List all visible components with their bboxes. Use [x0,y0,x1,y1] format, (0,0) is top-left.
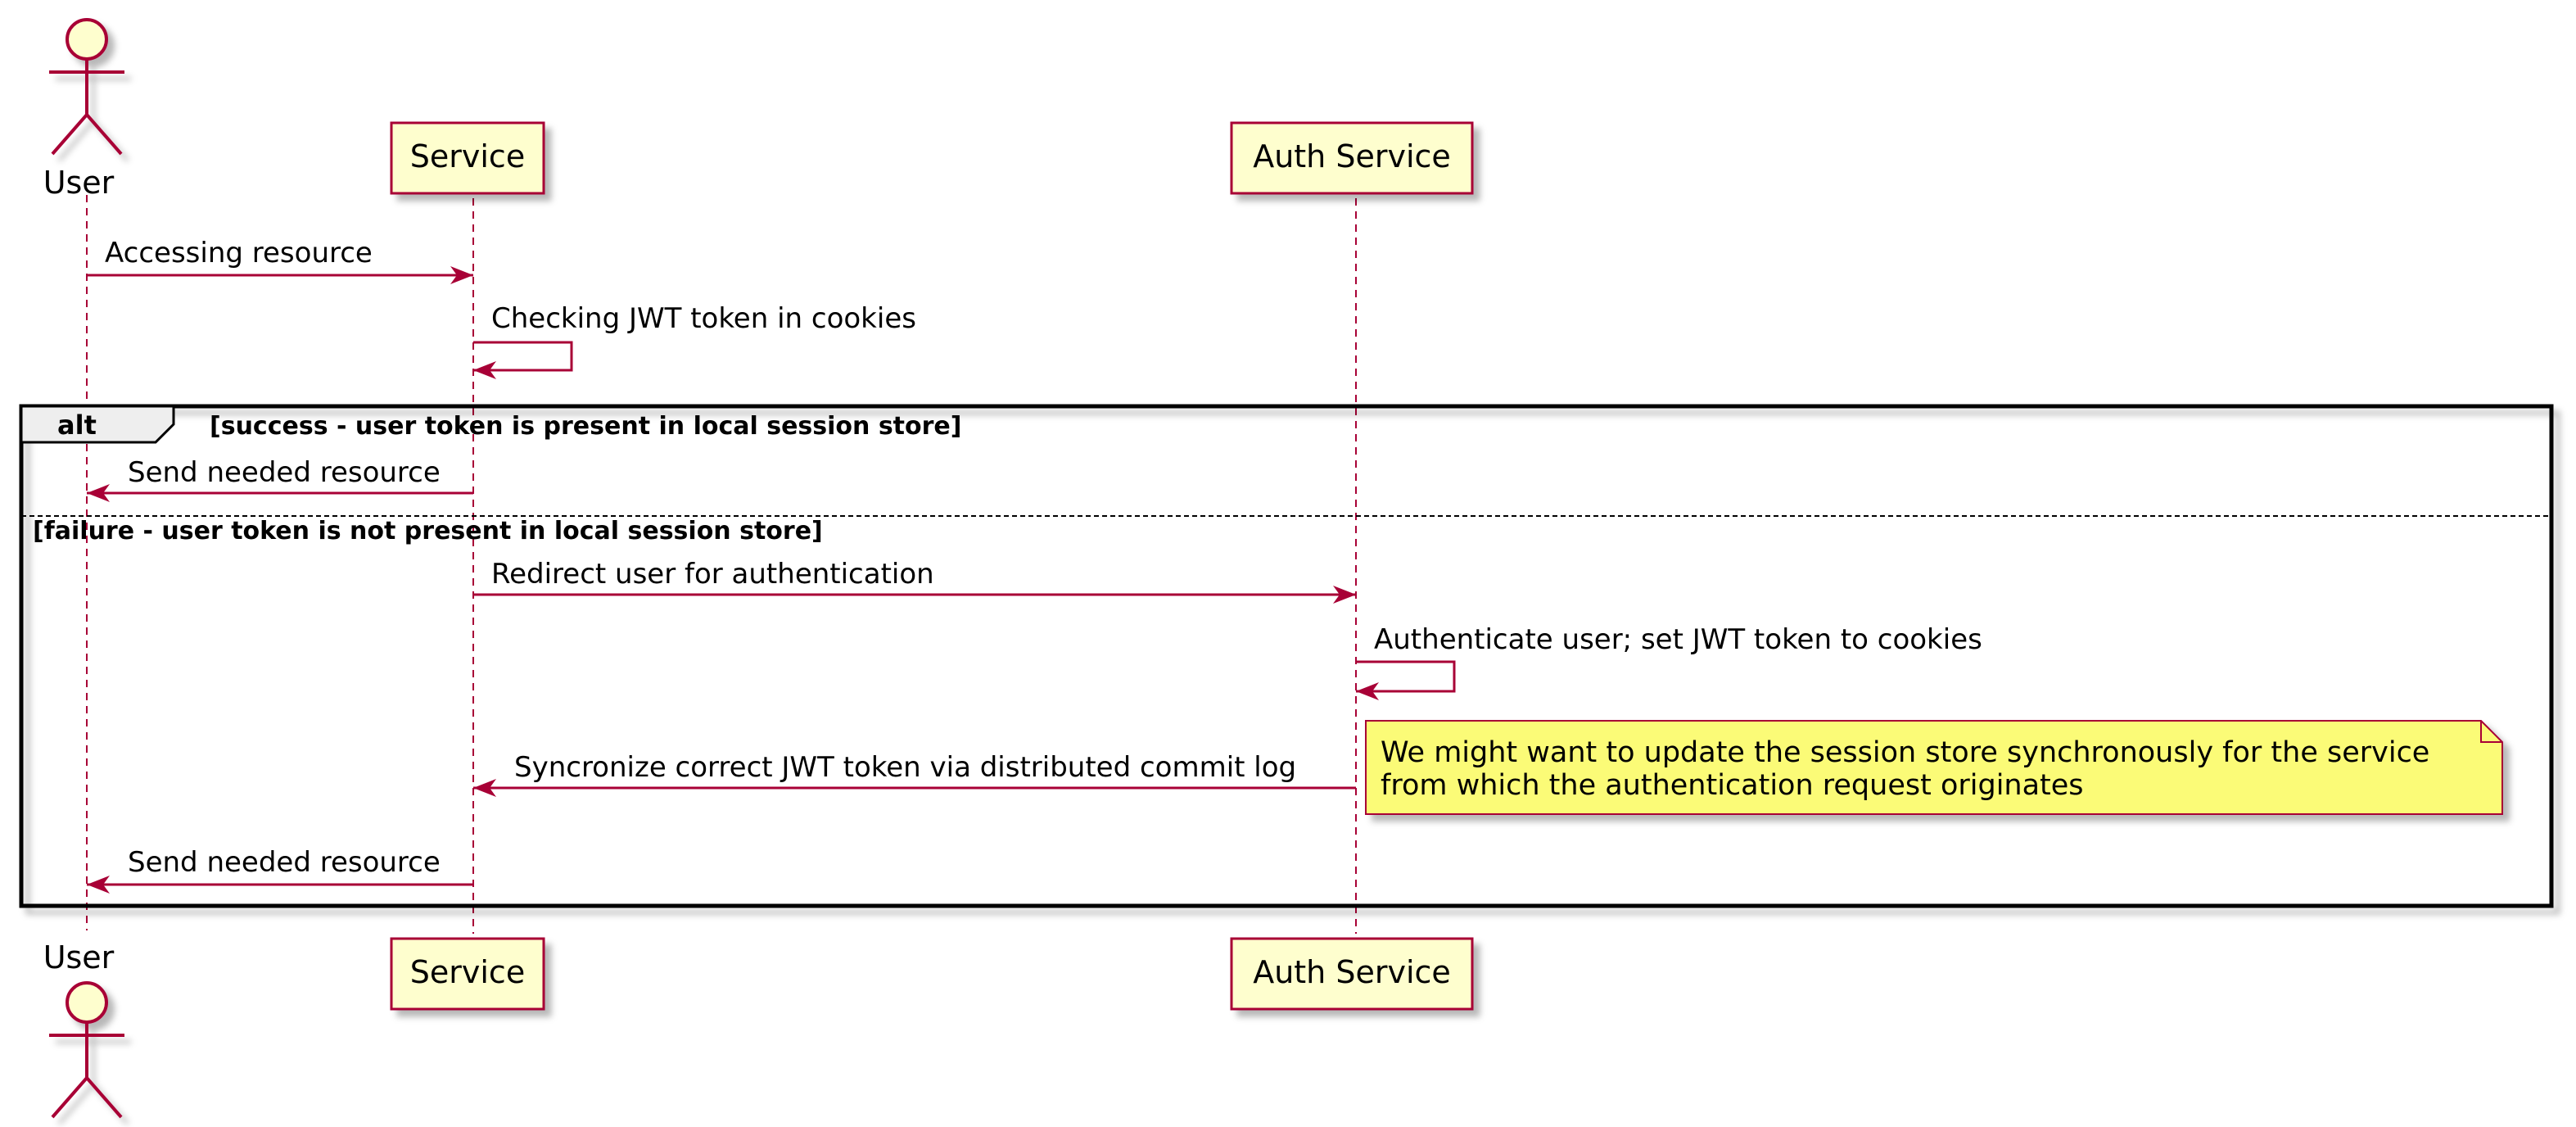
actor-user-label: User [43,165,115,201]
actor-user-label: User [43,939,115,975]
note-line-1: We might want to update the session stor… [1381,736,2429,769]
message-label: Checking JWT token in cookies [491,302,916,335]
participant-service-label: Service [410,954,525,990]
message-redirect: Redirect user for authentication [473,558,1356,604]
participant-auth-label: Auth Service [1253,138,1451,174]
message-send-resource-1: Send needed resource [87,456,473,502]
message-label: Send needed resource [128,456,441,489]
message-label: Syncronize correct JWT token via distrib… [514,751,1296,784]
message-authenticate: Authenticate user; set JWT token to cook… [1356,623,1982,700]
message-send-resource-2: Send needed resource [87,846,473,894]
alt-frame: alt [success - user token is present in … [19,404,2554,908]
note-line-2: from which the authentication request or… [1381,769,2084,802]
alt-guard-failure: [failure - user token is not present in … [33,517,823,545]
participant-service-top: Service [390,121,545,195]
actor-user-bottom: User [43,939,124,1119]
participant-service-label: Service [410,138,525,174]
participant-auth-bottom: Auth Service [1230,937,1474,1011]
message-label: Redirect user for authentication [491,558,934,591]
participant-auth-label: Auth Service [1253,954,1451,990]
actor-stick-figure-icon [49,981,124,1119]
message-syncronize: Syncronize correct JWT token via distrib… [473,751,1356,797]
message-checking-jwt: Checking JWT token in cookies [473,302,916,379]
actor-stick-figure-icon [49,18,124,156]
message-accessing-resource: Accessing resource [87,237,473,284]
message-label: Accessing resource [105,237,373,269]
message-label: Authenticate user; set JWT token to cook… [1374,623,1982,656]
participant-service-bottom: Service [390,937,545,1011]
actor-user-top: User [43,18,124,201]
alt-guard-success: [success - user token is present in loca… [210,412,962,441]
note: We might want to update the session stor… [1365,720,2503,815]
participant-auth-top: Auth Service [1230,121,1474,195]
alt-keyword: alt [57,410,97,441]
message-label: Send needed resource [128,846,441,879]
